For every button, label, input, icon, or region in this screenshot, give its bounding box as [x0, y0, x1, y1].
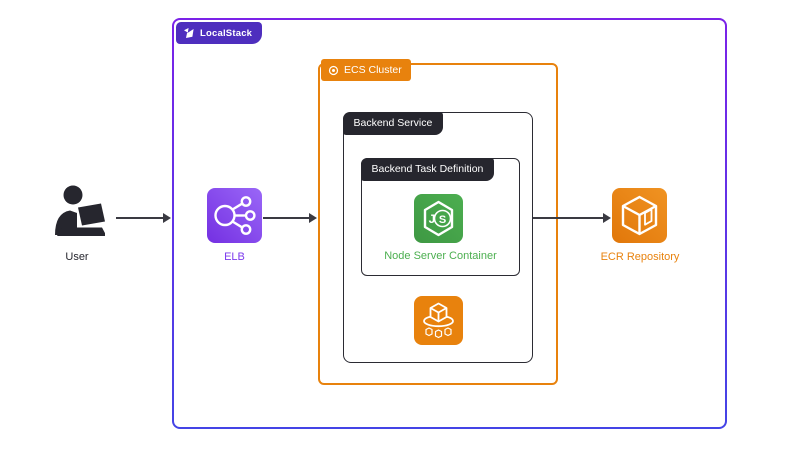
backend-service-badge-label: Backend Service [353, 117, 433, 129]
svg-text:S: S [439, 214, 446, 226]
ecs-cluster-box: ECS Cluster [318, 59, 558, 385]
user-icon [50, 184, 107, 242]
arrow-user-to-localstack [116, 213, 171, 223]
ecs-service-icon [414, 296, 463, 345]
arrow-backend-service-to-ecr [533, 213, 611, 223]
localstack-badge: LocalStack [176, 22, 263, 44]
ecs-cluster-badge-label: ECS Cluster [344, 64, 402, 76]
user-label: User [65, 251, 89, 263]
ecr-repository-label: ECR Repository [600, 251, 680, 263]
localstack-logo-icon [183, 27, 195, 39]
svg-text:J: J [429, 212, 436, 226]
node-server-container-label: Node Server Container [384, 250, 497, 262]
backend-task-definition-badge-label: Backend Task Definition [371, 163, 484, 175]
localstack-badge-label: LocalStack [200, 27, 253, 39]
arrow-elb-to-ecs-cluster [263, 213, 317, 223]
elb-icon [207, 188, 262, 243]
elb-label: ELB [224, 251, 245, 263]
ecr-icon [612, 188, 667, 243]
nodejs-icon: J S [414, 194, 463, 243]
backend-service-badge: Backend Service [342, 111, 444, 135]
backend-service-box: Backend Service [342, 111, 533, 363]
ecs-cluster-badge: ECS Cluster [321, 59, 411, 81]
ecs-cluster-icon [328, 65, 339, 76]
backend-task-definition-box: Backend Task Definition [360, 157, 520, 276]
backend-task-definition-badge: Backend Task Definition [360, 157, 495, 181]
